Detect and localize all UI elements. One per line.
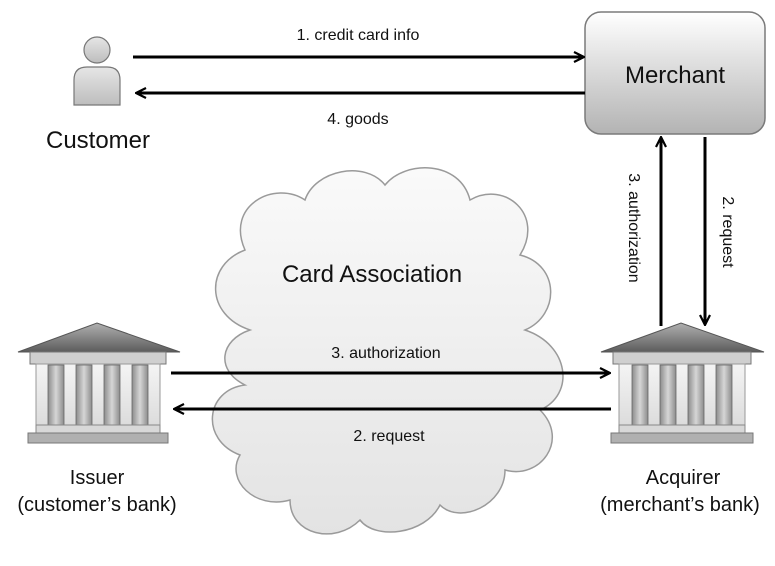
request-to-acquirer-label: 2. request <box>719 196 736 268</box>
card-association-cloud <box>211 167 564 535</box>
card-association-label: Card Association <box>282 261 462 288</box>
acquirer-sublabel: (merchant’s bank) <box>600 494 760 516</box>
goods-label: 4. goods <box>327 111 388 128</box>
acquirer-bank-icon <box>600 322 765 444</box>
person-icon <box>73 36 121 106</box>
issuer-bank-icon <box>17 322 181 444</box>
credit-card-info-label: 1. credit card info <box>297 27 420 44</box>
flow-arrows <box>133 57 705 409</box>
authorization-to-acquirer-label: 3. authorization <box>331 345 440 362</box>
acquirer-name-label: Acquirer <box>646 467 721 489</box>
merchant-box <box>584 11 766 135</box>
request-to-issuer-label: 2. request <box>353 428 425 445</box>
merchant-label: Merchant <box>625 62 725 89</box>
issuer-sublabel: (customer’s bank) <box>17 494 176 516</box>
customer-label: Customer <box>46 127 150 154</box>
issuer-name-label: Issuer <box>70 467 125 489</box>
authorization-to-merchant-label: 3. authorization <box>625 173 642 282</box>
